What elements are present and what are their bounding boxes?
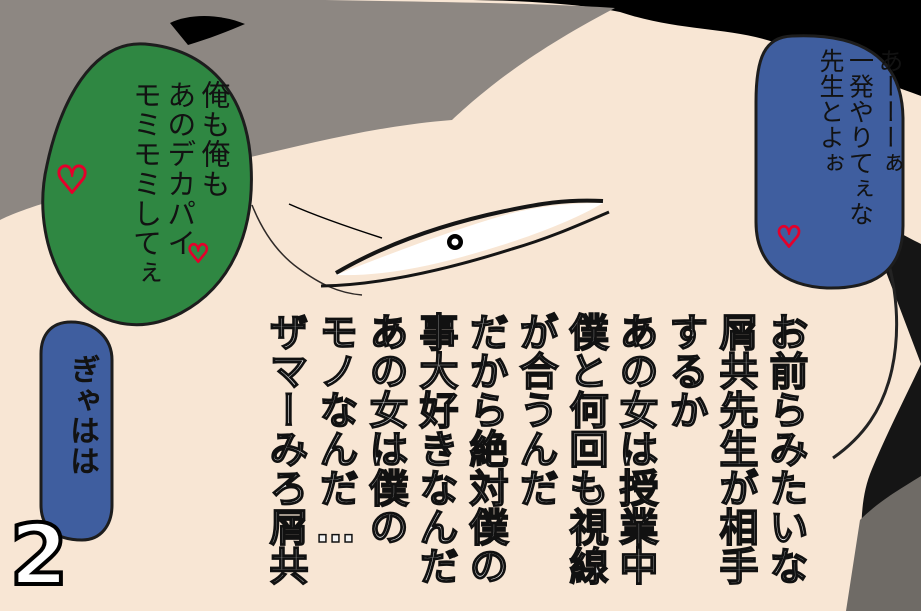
heart-icon: ♡ — [775, 220, 803, 254]
black-hair-top — [0, 0, 921, 96]
blue-speech-bubble — [754, 34, 905, 290]
green-speech-bubble — [41, 42, 253, 327]
upper-left-shadow — [170, 16, 245, 45]
eye-upper-lid — [334, 198, 604, 275]
eye-highlight — [451, 238, 459, 246]
brow-line — [288, 203, 383, 239]
laugh-speech-bubble — [39, 320, 114, 542]
inner-monologue-text: お前らみたいな 屑共先生が相手 するか あの女は授業中 僕と何回も視線 が合うん… — [262, 311, 809, 586]
right-face-edge — [832, 245, 899, 460]
heart-icon: ♡ — [186, 238, 210, 269]
blue-bubble-text: あーーーぁ 一発やりてぇな 先生とよぉ — [816, 48, 904, 227]
cheek-line — [251, 204, 363, 296]
heart-icon: ♡ — [54, 158, 90, 202]
eye-white — [336, 203, 603, 276]
eye-lower-lid — [320, 210, 610, 288]
laugh-bubble-text: ぎゃはは — [64, 354, 99, 477]
right-textured-shadow — [846, 476, 921, 611]
page-number: 2 — [8, 504, 70, 606]
green-bubble-text: 俺も俺も あのデカパイ モミモミしてぇ — [128, 80, 231, 288]
